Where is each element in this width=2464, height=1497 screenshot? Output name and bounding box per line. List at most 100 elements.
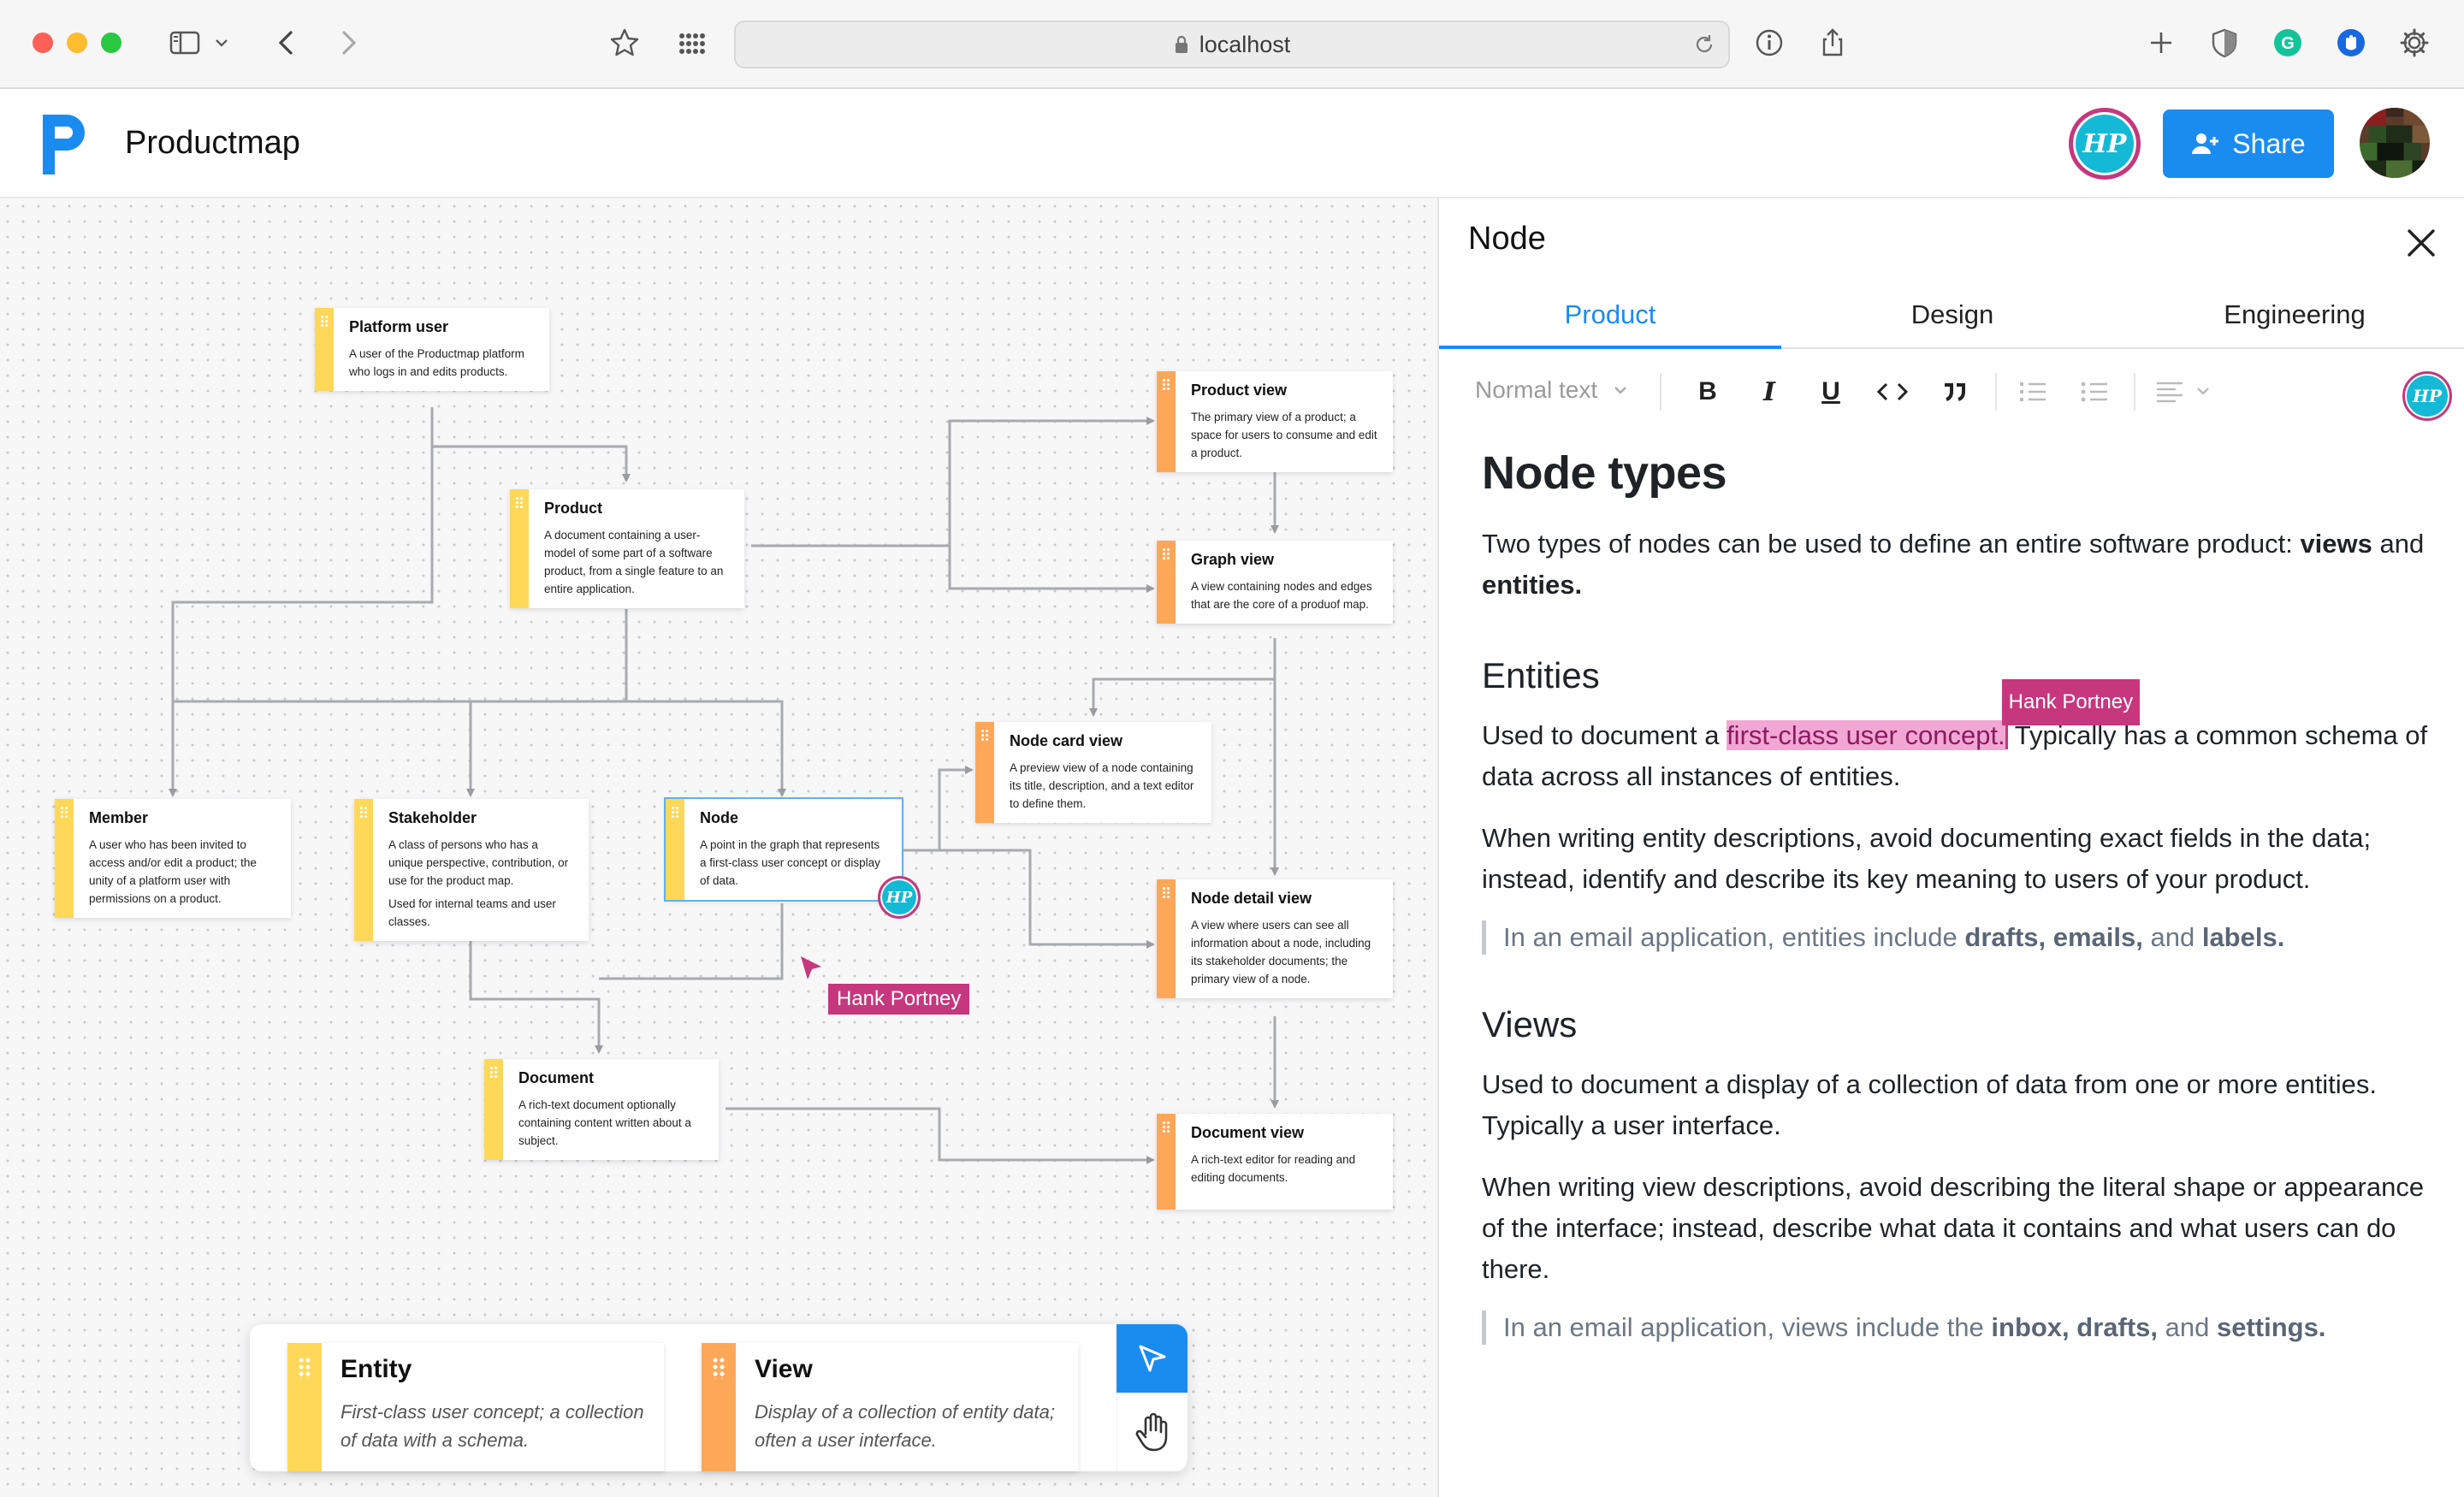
node-card-node-card-view[interactable]: Node card view A preview view of a node … xyxy=(975,722,1211,823)
reload-icon[interactable] xyxy=(1692,33,1716,56)
editor-collaborator-avatar[interactable]: HP xyxy=(2402,371,2452,421)
node-card-document-view[interactable]: Document view A rich-text editor for rea… xyxy=(1157,1114,1393,1210)
graph-canvas[interactable]: Platform user A user of the Productmap p… xyxy=(0,198,1437,1497)
address-bar[interactable]: localhost xyxy=(734,21,1730,68)
code-icon xyxy=(1876,382,1909,401)
node-title: Node xyxy=(700,809,738,826)
drag-handle[interactable] xyxy=(666,799,684,900)
node-title: Document view xyxy=(1191,1124,1305,1141)
select-tool-button[interactable] xyxy=(1116,1324,1188,1393)
edge-paths xyxy=(169,407,1279,1164)
node-card-product[interactable]: Product A document containing a user-mod… xyxy=(510,489,744,608)
drag-handle[interactable] xyxy=(1157,1114,1176,1210)
node-palette: Entity First-class user concept; a colle… xyxy=(250,1324,1188,1471)
drag-handle[interactable] xyxy=(287,1343,322,1471)
close-icon xyxy=(2408,229,2435,257)
node-title: Member xyxy=(89,809,149,826)
node-card-member[interactable]: Member A user who has been invited to ac… xyxy=(55,799,291,918)
pan-tool-button[interactable] xyxy=(1116,1393,1188,1471)
edge-product-stakeholder xyxy=(466,700,626,797)
bold-run: inbox, drafts, xyxy=(1991,1312,2159,1342)
close-window-button[interactable] xyxy=(33,33,53,53)
palette-view-title: View xyxy=(755,1355,813,1383)
node-card-stakeholder[interactable]: Stakeholder A class of persons who has a… xyxy=(354,799,589,941)
drag-handle[interactable] xyxy=(1157,371,1176,472)
rich-text-editor[interactable]: Node types Two types of nodes can be use… xyxy=(1482,447,2431,1345)
collaborator-avatar[interactable]: HP xyxy=(2069,108,2141,180)
forward-icon[interactable] xyxy=(325,21,370,65)
palette-entity-card[interactable]: Entity First-class user concept; a colle… xyxy=(287,1343,664,1471)
info-icon[interactable] xyxy=(1747,21,1792,65)
align-select[interactable] xyxy=(2151,371,2219,412)
drag-handle[interactable] xyxy=(1157,879,1176,998)
hand-icon xyxy=(1135,1412,1168,1452)
tab-design[interactable]: Design xyxy=(1910,299,1994,329)
node-title: Node card view xyxy=(1010,732,1123,749)
chevron-down-icon[interactable] xyxy=(209,21,234,65)
url-text: localhost xyxy=(1199,31,1291,57)
maximize-window-button[interactable] xyxy=(101,33,121,53)
drag-handle[interactable] xyxy=(1157,541,1176,624)
node-title: Product xyxy=(544,500,603,517)
node-card-node-selected[interactable]: Node A point in the graph that represent… xyxy=(664,797,903,902)
drag-handle[interactable] xyxy=(484,1059,503,1160)
settings-gear-icon[interactable] xyxy=(2392,21,2437,65)
share-sheet-icon[interactable] xyxy=(1810,21,1855,65)
align-left-icon xyxy=(2157,382,2209,403)
minimize-window-button[interactable] xyxy=(67,33,87,53)
drag-handle[interactable] xyxy=(55,799,74,918)
graph-edges xyxy=(169,407,1279,1164)
tab-product[interactable]: Product xyxy=(1439,284,1781,349)
grammarly-icon[interactable]: G xyxy=(2266,21,2310,65)
underline-button[interactable]: U xyxy=(1821,377,1840,405)
drag-handle[interactable] xyxy=(315,308,334,391)
node-description: A view containing nodes and edges that a… xyxy=(1191,580,1372,611)
highlighted-selection: first-class user concept. xyxy=(1727,720,2005,750)
lock-icon xyxy=(1175,35,1188,53)
edge-graph-view-node-card-view xyxy=(1089,638,1276,717)
bold-run: views xyxy=(2300,529,2372,559)
sidebar-toggle-icon[interactable] xyxy=(163,21,207,65)
back-icon[interactable] xyxy=(265,21,310,65)
node-card-node-detail-view[interactable]: Node detail view A view where users can … xyxy=(1157,879,1393,998)
close-panel-button[interactable] xyxy=(2397,219,2445,267)
shield-icon[interactable] xyxy=(2202,21,2247,65)
svg-text:G: G xyxy=(2281,34,2295,53)
node-card-platform-user[interactable]: Platform user A user of the Productmap p… xyxy=(315,308,549,391)
drag-handle[interactable] xyxy=(510,489,529,608)
productmap-logo[interactable] xyxy=(43,115,89,175)
tab-engineering[interactable]: Engineering xyxy=(2224,299,2366,329)
node-card-graph-view[interactable]: Graph view A view containing nodes and e… xyxy=(1157,541,1393,624)
node-note: Used for internal teams and user classes… xyxy=(388,897,556,928)
user-avatar[interactable] xyxy=(2360,108,2430,178)
edge-platform-user-product xyxy=(430,407,631,482)
grid-apps-icon[interactable] xyxy=(669,21,714,65)
node-title: Platform user xyxy=(349,318,449,335)
bullet-list-button[interactable] xyxy=(2074,371,2115,412)
drag-handle[interactable] xyxy=(354,799,373,941)
italic-button[interactable]: I xyxy=(1762,376,1776,407)
drag-handle[interactable] xyxy=(975,722,994,823)
new-tab-icon[interactable] xyxy=(2139,21,2183,65)
code-button[interactable] xyxy=(1872,371,1913,412)
palette-view-description: Display of a collection of entity data; … xyxy=(755,1401,1055,1451)
edge-product-member xyxy=(173,609,628,703)
text-run: Two types of nodes can be used to define… xyxy=(1482,529,2301,559)
node-title: Document xyxy=(518,1069,595,1086)
text-run: and xyxy=(2158,1312,2217,1342)
palette-view-card[interactable]: View Display of a collection of entity d… xyxy=(702,1343,1078,1471)
ordered-list-button[interactable] xyxy=(2012,371,2053,412)
privacy-extension-icon[interactable] xyxy=(2329,21,2373,65)
bookmark-star-icon[interactable] xyxy=(602,21,647,65)
bold-button[interactable]: B xyxy=(1698,377,1717,405)
node-card-document[interactable]: Document A rich-text document optionally… xyxy=(484,1059,719,1160)
entities-heading: Entities xyxy=(1482,655,1600,695)
bold-run: entities. xyxy=(1482,570,1583,600)
node-card-product-view[interactable]: Product view The primary view of a produ… xyxy=(1157,371,1393,472)
text-style-select[interactable]: Normal text xyxy=(1475,376,1628,404)
share-button[interactable]: Share xyxy=(2163,109,2334,178)
node-collaborator-avatar[interactable]: HP xyxy=(878,876,921,919)
text-run: and xyxy=(2142,922,2202,952)
drag-handle[interactable] xyxy=(702,1343,736,1471)
quote-button[interactable] xyxy=(1934,371,1975,412)
